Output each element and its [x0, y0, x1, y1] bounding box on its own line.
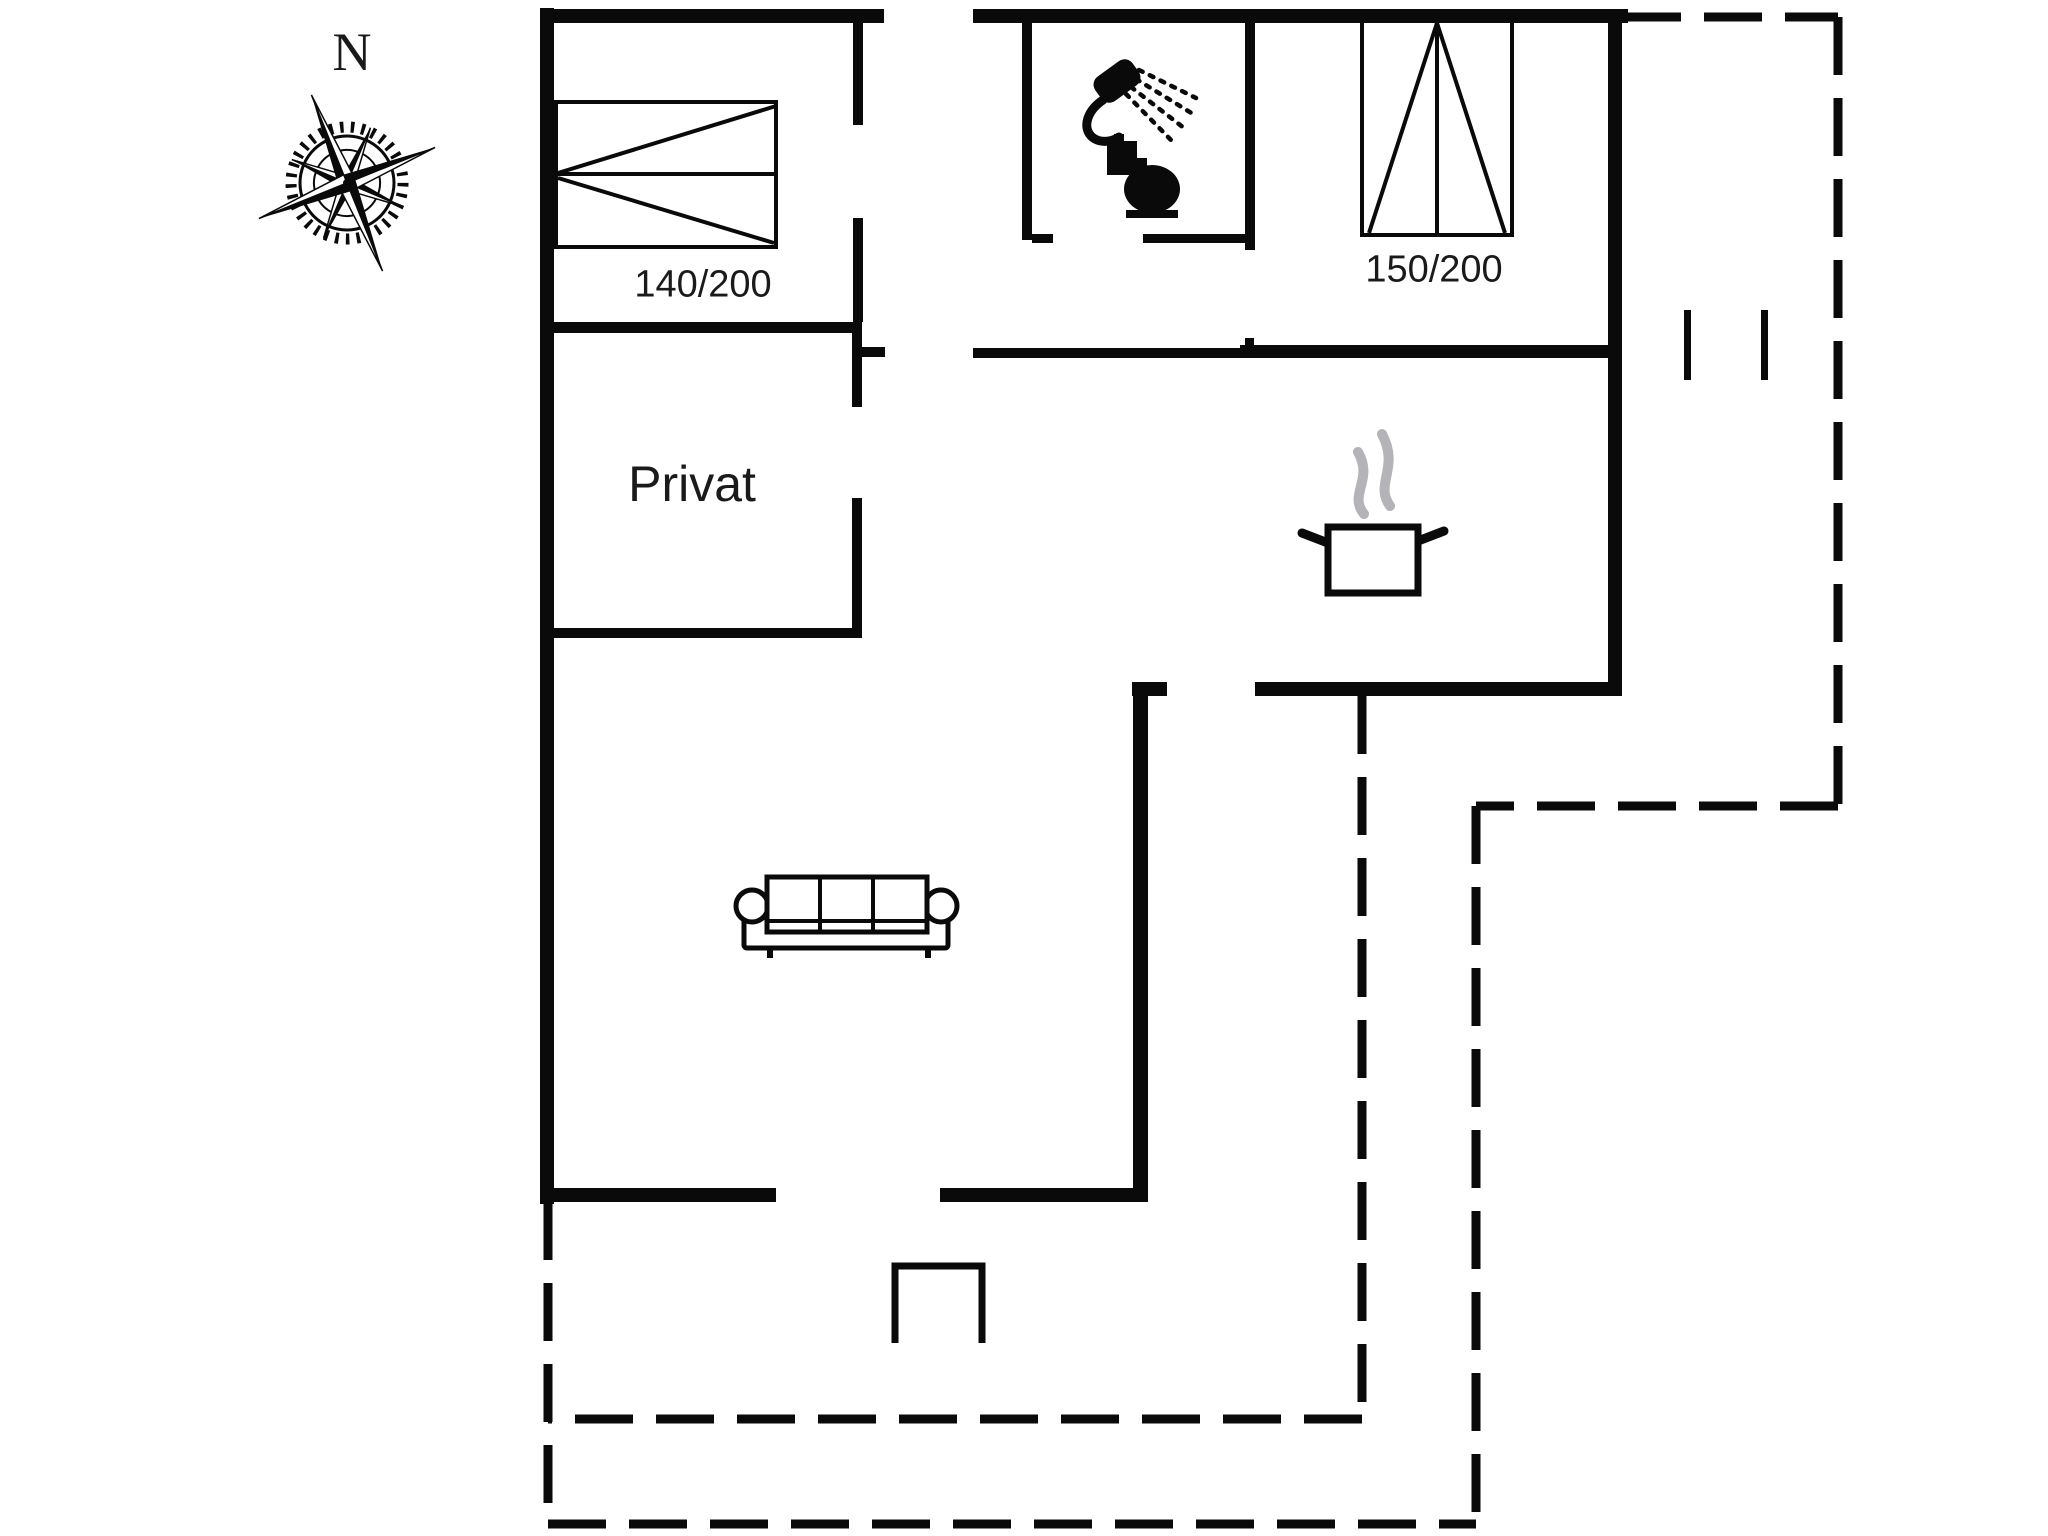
- wall-divider-cap: [1132, 682, 1167, 696]
- compass-center-dot: [343, 179, 351, 187]
- interior-walls: [554, 23, 1255, 638]
- wall-bottom-left-segment: [540, 1188, 776, 1202]
- shower-icon: [1082, 59, 1199, 146]
- toilet-base: [1126, 210, 1178, 218]
- bed2-duvet-right: [1435, 22, 1507, 234]
- wall-bedroom1-east-upper: [853, 23, 863, 125]
- terrace-dashed-boundary: [543, 12, 1843, 1529]
- double-bed-icon: [1360, 18, 1514, 237]
- wall-bottom-right-segment: [940, 1188, 1148, 1202]
- cooking-pot-icon: [1297, 429, 1449, 597]
- wall-shower-west: [1022, 23, 1032, 240]
- toilet-button: [1114, 134, 1124, 141]
- compass-north-label: N: [332, 22, 372, 82]
- sofa-back: [764, 874, 930, 935]
- toilet-tank: [1107, 141, 1137, 175]
- shower-head: [1093, 59, 1141, 103]
- wall-top-right-segment: [973, 9, 1628, 23]
- bed1-duvet-bottom: [557, 176, 775, 245]
- double-bed-icon: [554, 100, 778, 249]
- sofa-arm-right: [922, 887, 960, 925]
- sofa-icon: [733, 874, 960, 958]
- pot-body: [1324, 523, 1422, 597]
- compass-rose-icon: [258, 94, 436, 272]
- shower-arm: [1082, 95, 1124, 146]
- wall-bedroom1-east-lower: [853, 218, 863, 322]
- toilet-icon: [1107, 134, 1180, 218]
- compass-long-rays: [258, 94, 436, 272]
- wall-bedroom2-west-tick: [1245, 338, 1254, 350]
- steam-icon: [1377, 429, 1395, 511]
- exterior-walls: [540, 8, 1628, 1204]
- wall-privat-south: [554, 628, 862, 638]
- wall-privat-north: [554, 322, 862, 333]
- wall-bedroom2-west: [1245, 23, 1255, 250]
- steam-icon: [1353, 447, 1369, 519]
- wall-left-exterior: [540, 8, 554, 1204]
- bed2-duvet-left: [1367, 22, 1439, 234]
- toilet-bowl: [1124, 165, 1180, 213]
- terrace-opening-ticks: [1684, 310, 1768, 380]
- wall-shower-south: [1143, 234, 1255, 243]
- pot-handle-left: [1297, 528, 1333, 548]
- bed-size-label-140-200: 140/200: [634, 263, 772, 306]
- pot-handle-right: [1413, 526, 1449, 546]
- wall-bedroom2-south-thick: [1240, 345, 1622, 358]
- wall-shower-west-stub: [1032, 234, 1053, 243]
- wall-living-divider: [1133, 696, 1148, 1202]
- terrace-opening-tick-left: [1684, 310, 1691, 380]
- wall-privat-east-upper: [852, 333, 862, 407]
- terrace-opening-tick-right: [1761, 310, 1768, 380]
- wall-kitchen-south: [1255, 682, 1622, 696]
- wall-hall-south-stub: [862, 347, 885, 357]
- wall-privat-east-lower: [852, 498, 862, 628]
- shower-spray: [1123, 67, 1199, 143]
- bed1-duvet-top: [557, 104, 777, 175]
- wall-top-left-segment: [540, 9, 884, 23]
- bed-size-label-150-200: 150/200: [1365, 248, 1503, 291]
- sofa-arm-left: [733, 887, 771, 925]
- entrance-step-marker: [891, 1262, 986, 1343]
- privat-room-label: Privat: [628, 456, 756, 512]
- wall-hall-south: [973, 348, 1240, 358]
